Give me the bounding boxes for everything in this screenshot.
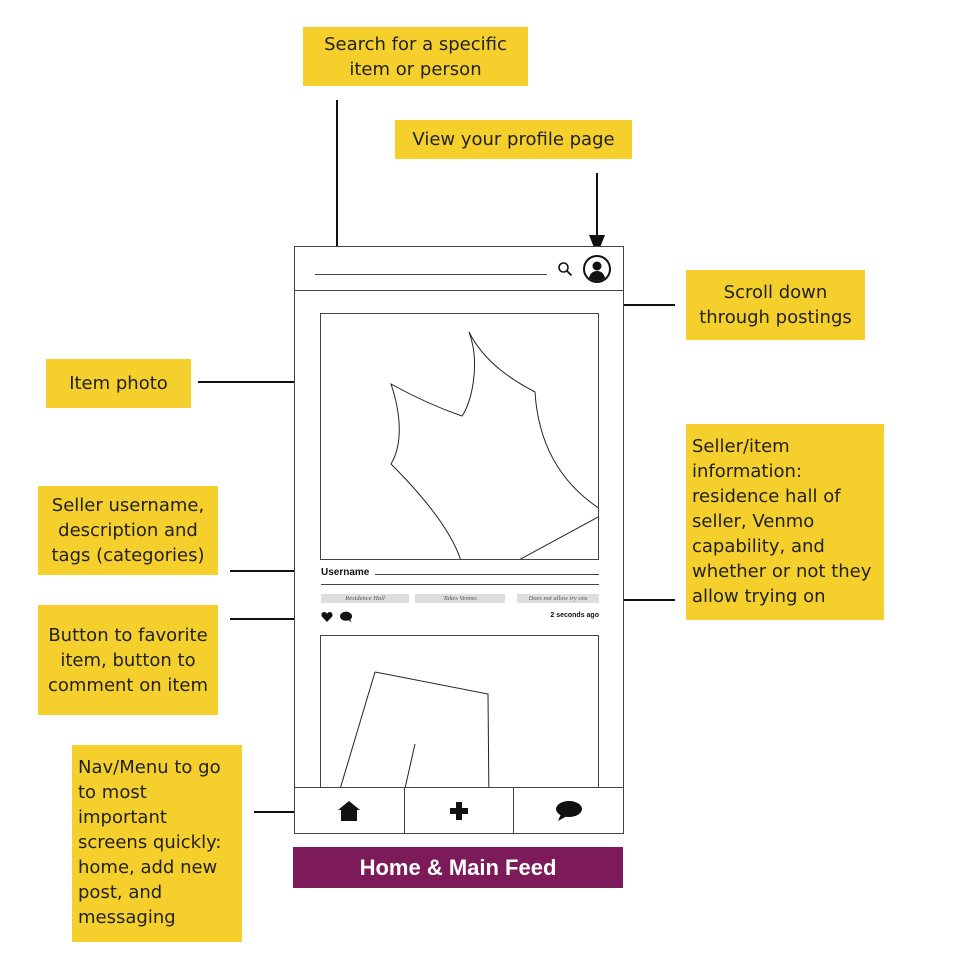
tag-takes-venmo: Takes Venmo	[415, 594, 505, 603]
nav-home-button[interactable]	[295, 788, 404, 833]
description-line	[321, 584, 599, 585]
post-timestamp: 2 seconds ago	[550, 612, 599, 619]
annotation-seller-username: Seller username, description and tags (c…	[38, 486, 218, 575]
nav-add-post-button[interactable]	[403, 788, 514, 833]
home-icon	[338, 800, 361, 821]
chat-icon	[555, 800, 582, 821]
profile-button[interactable]	[583, 255, 611, 283]
annotation-seller-info: Seller/item information: residence hall …	[686, 424, 884, 620]
annotation-item-photo: Item photo	[46, 359, 191, 408]
top-bar	[295, 247, 623, 291]
nav-messaging-button[interactable]	[513, 788, 623, 833]
plus-icon	[450, 801, 468, 820]
item-photo-next[interactable]	[320, 635, 599, 805]
annotation-nav-menu: Nav/Menu to go to most important screens…	[72, 745, 242, 942]
username-divider	[375, 574, 599, 575]
seller-username[interactable]: Username	[321, 567, 370, 578]
heart-icon[interactable]	[321, 611, 333, 623]
comment-icon[interactable]	[339, 611, 353, 623]
avatar-icon	[588, 261, 606, 281]
annotation-scroll: Scroll down through postings	[686, 270, 865, 340]
item-photo[interactable]	[320, 313, 599, 560]
bottom-nav	[295, 787, 623, 833]
annotation-profile: View your profile page	[395, 120, 632, 159]
item-photo-sketch	[390, 331, 598, 559]
tag-residence-hall: Residence Hall	[321, 594, 409, 603]
annotation-favorite-comment: Button to favorite item, button to comme…	[38, 605, 218, 715]
search-input[interactable]	[315, 274, 547, 275]
search-icon[interactable]	[557, 261, 573, 277]
phone-wireframe: Username Residence Hall Takes Venmo Does…	[294, 246, 624, 834]
tag-try-ons: Does not allow try ons	[517, 594, 599, 603]
annotation-search: Search for a specific item or person	[303, 27, 528, 86]
screen-caption: Home & Main Feed	[293, 847, 623, 888]
item-photo-next-sketch	[335, 671, 490, 804]
